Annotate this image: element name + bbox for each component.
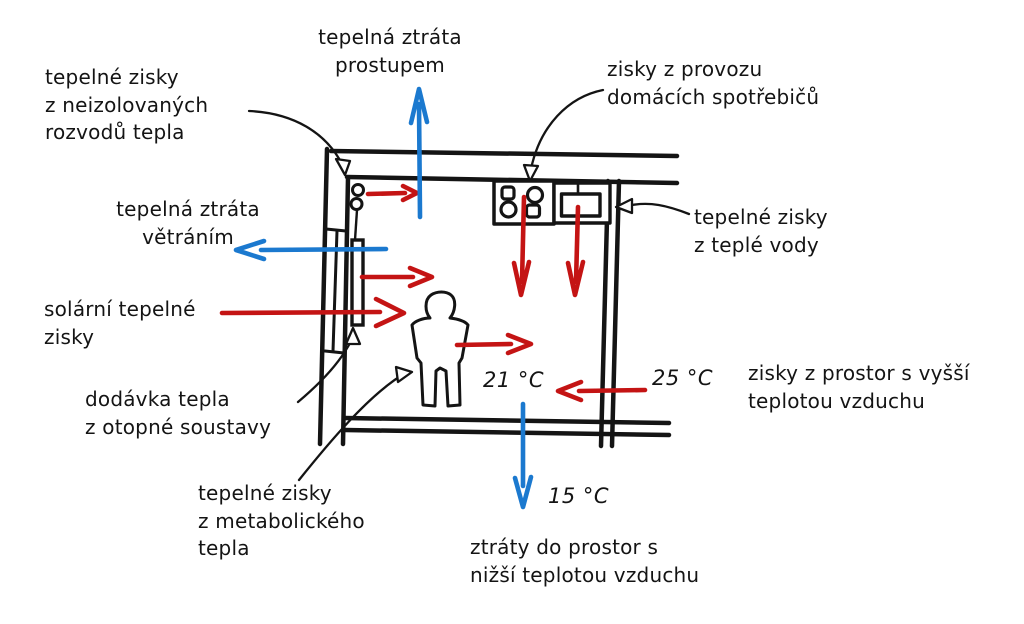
arrow-solar-gain xyxy=(219,296,407,329)
stove-burner xyxy=(500,185,516,201)
label-losses-lower-temp-rooms: ztráty do prostor s nižší teplotou vzduc… xyxy=(470,535,700,587)
ceiling-outer-line xyxy=(328,148,680,159)
leader-appliances-line xyxy=(529,88,605,171)
leader-lines xyxy=(247,88,691,482)
left-wall-outer-line xyxy=(317,146,330,447)
leader-appliances-arrowhead xyxy=(522,163,540,183)
label-gains-metabolic: tepelné zisky z metabolického tepla xyxy=(198,481,365,561)
indoor-temperature-value: 21 °C xyxy=(483,368,545,392)
leader-heat-supply-line xyxy=(296,339,353,404)
heat-gain-arrows xyxy=(219,183,648,403)
arrow-metabolic-gain xyxy=(454,332,534,356)
floor-outer-line xyxy=(342,415,672,426)
radiator-icon xyxy=(350,238,365,327)
leader-metabolic-arrowhead xyxy=(394,365,414,384)
right-wall-outer-line xyxy=(598,178,611,449)
label-loss-transmission: tepelná ztráta prostupem xyxy=(318,25,462,77)
arrow-transmission-loss xyxy=(408,86,430,220)
floor-inner-line xyxy=(342,427,672,438)
stove-burner xyxy=(499,200,518,219)
stove-burner xyxy=(525,185,545,205)
pipe-circle xyxy=(351,183,365,197)
pipe-riser-line xyxy=(353,209,359,241)
room-walls xyxy=(317,146,680,449)
arrow-pipe-gain xyxy=(365,183,420,203)
leader-hot-water-arrowhead xyxy=(614,197,634,215)
arrow-window-gain xyxy=(359,265,435,289)
arrow-adjacent-room-gain xyxy=(555,379,648,403)
water-heater-tank xyxy=(559,192,602,218)
leader-uninsulated-arrowhead xyxy=(334,157,352,177)
heating-pipes-icon xyxy=(349,183,365,241)
label-heat-supply: dodávka tepla z otopné soustavy xyxy=(85,387,272,439)
leader-hot-water-line xyxy=(630,202,691,216)
window-bottom-frame xyxy=(323,349,346,355)
adjacent-lower-temperature-value: 15 °C xyxy=(548,484,610,508)
label-loss-ventilation: tepelná ztráta větráním xyxy=(116,197,260,249)
label-gains-appliances: zisky z provozu domácích spotřebičů xyxy=(607,57,820,109)
label-gains-higher-temp-rooms: zisky z prostor s vyšší teplotou vzduchu xyxy=(748,361,970,413)
leader-uninsulated-line xyxy=(247,109,344,166)
label-gains-hot-water: tepelné zisky z teplé vody xyxy=(694,205,828,257)
label-gains-solar: solární tepelné zisky xyxy=(44,297,196,349)
window-top-frame xyxy=(324,227,348,233)
arrow-lower-room-loss xyxy=(512,401,534,510)
adjacent-higher-temperature-value: 25 °C xyxy=(652,366,714,390)
label-gains-uninsulated: tepelné zisky z neizolovaných rozvodů te… xyxy=(45,65,209,145)
water-heater-icon xyxy=(552,181,612,225)
arrow-ventilation-loss xyxy=(233,238,389,262)
leader-heat-supply-arrowhead xyxy=(344,326,362,346)
pipe-circle xyxy=(349,197,364,211)
person-figure xyxy=(410,290,470,408)
leader-metabolic-line xyxy=(297,375,401,482)
right-wall-inner-line xyxy=(609,178,622,449)
arrow-stove-gain xyxy=(511,194,532,298)
arrow-hot-water-gain xyxy=(565,204,586,298)
stove-burner xyxy=(524,203,542,219)
heat-loss-arrows xyxy=(233,86,534,510)
